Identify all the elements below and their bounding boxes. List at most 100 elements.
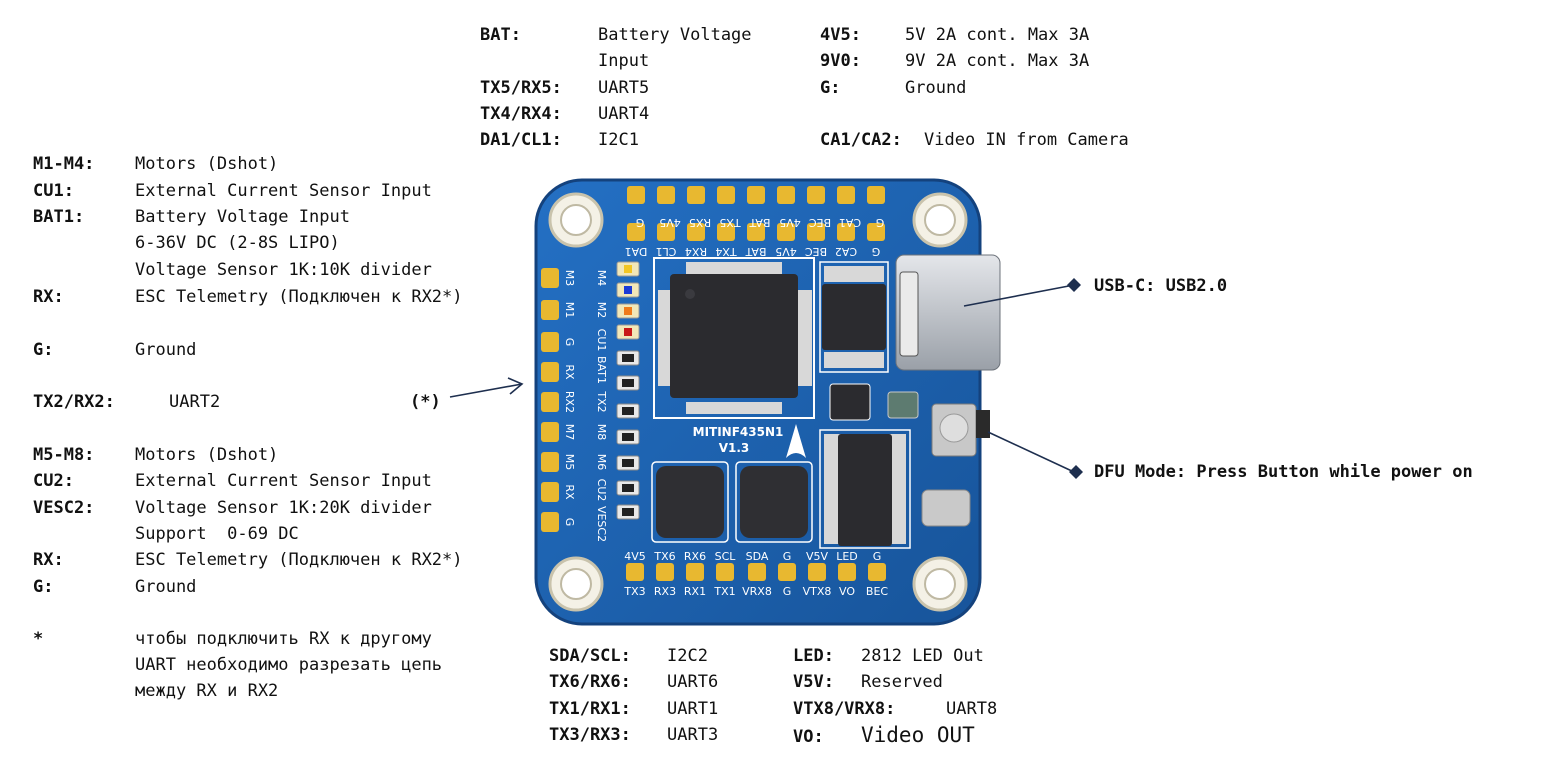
top-ca-key: CA1/CA2: <box>820 130 902 150</box>
pad-label: G <box>783 585 792 598</box>
left-m14-key: M1-M4: <box>33 154 95 174</box>
pad-label: RX1 <box>684 585 706 598</box>
pad-label: RX <box>563 484 576 500</box>
bottom-vtx-key: VTX8/VRX8: <box>793 699 896 719</box>
pad-label: M7 <box>563 424 576 441</box>
brand-logo-icon <box>786 424 806 458</box>
board-version-label: V1.3 <box>719 441 750 455</box>
left-vesc2-key: VESC2: <box>33 498 95 518</box>
left-cu1-key: CU1: <box>33 181 74 201</box>
bottom-tx3-value: UART3 <box>667 725 719 745</box>
pad-label: VESC2 <box>595 506 608 542</box>
pad-label: RX2 <box>563 391 576 413</box>
dfu-callout-marker <box>1069 465 1083 479</box>
left-col-2-labels: M4 M2 CU1 BAT1 TX2 M8 M6 CU2 VESC2 <box>595 270 608 542</box>
left-bat1-key: BAT1: <box>33 207 85 227</box>
pad-label: TX6 <box>653 550 675 563</box>
pad-label: TX1 <box>713 585 735 598</box>
pad-label: TX5 <box>719 216 741 229</box>
top-da1-key: DA1/CL1: <box>480 130 562 150</box>
pad-label: G <box>563 338 576 347</box>
bottom-tx1-value: UART1 <box>667 699 719 719</box>
pad-label: G <box>783 550 792 563</box>
pad-label: VTX8 <box>803 585 832 598</box>
left-note-2: UART необходимо разрезать цепь <box>135 655 443 675</box>
pad-label: BEC <box>809 216 831 229</box>
bottom-row-1-labels: 4V5 TX6 RX6 SCL SDA G V5V LED G <box>624 550 881 563</box>
board-model-label: MITINF435N1 <box>693 425 784 439</box>
left-cu1-value: External Current Sensor Input <box>135 181 432 201</box>
top-pads <box>627 186 885 241</box>
bottom-v5v-key: V5V: <box>793 672 834 692</box>
bottom-sda-key: SDA/SCL: <box>549 646 631 666</box>
bottom-led-key: LED: <box>793 646 834 666</box>
usb-callout-label: USB-C: USB2.0 <box>1094 276 1228 296</box>
left-bat1-value-2: 6-36V DC (2-8S LIPO) <box>135 233 340 253</box>
top-g-value: Ground <box>905 78 967 98</box>
pad-label: M5 <box>563 454 576 471</box>
pad-label: 4V5 <box>624 550 646 563</box>
pad-label: LED <box>836 550 858 563</box>
top-tx4-value: UART4 <box>598 104 650 124</box>
flash-chip <box>819 261 889 373</box>
mcu-chip <box>653 257 815 419</box>
resistors <box>616 350 640 520</box>
pad-label: V5V <box>806 550 829 563</box>
pad-label: M2 <box>595 302 608 319</box>
pad-label: G <box>872 245 881 258</box>
pad-label: M6 <box>595 454 608 471</box>
baro-chip <box>887 391 919 419</box>
top-bat-value: Battery Voltage <box>598 25 752 45</box>
pad-label: VRX8 <box>742 585 772 598</box>
left-g2-key: G: <box>33 577 54 597</box>
dfu-callout-label: DFU Mode: Press Button while power on <box>1094 462 1473 482</box>
left-pads <box>541 268 559 532</box>
top-tx5-value: UART5 <box>598 78 650 98</box>
bottom-vo-value: Video OUT <box>861 723 975 747</box>
pad-label: TX4 <box>715 245 737 258</box>
bottom-pads <box>626 563 886 581</box>
pad-label: SDA <box>746 550 769 563</box>
bottom-v5v-value: Reserved <box>861 672 943 692</box>
top-row-2-labels: DA1 CL1 RX4 TX4 BAT 4V5 BEC CA2 G <box>625 245 881 258</box>
pad-label: CA2 <box>835 245 857 258</box>
left-star-marker: (*) <box>410 392 441 412</box>
bottom-tx6-value: UART6 <box>667 672 719 692</box>
left-vesc2-value-2: Support 0-69 DC <box>135 524 299 544</box>
pad-label: TX3 <box>623 585 645 598</box>
top-bat-value-2: Input <box>598 51 650 71</box>
top-4v5-key: 4V5: <box>820 25 861 45</box>
left-rx-value: ESC Telemetry (Подключен к RX2*) <box>135 287 463 307</box>
top-ca-value: Video IN from Camera <box>924 130 1129 150</box>
top-tx4-key: TX4/RX4: <box>480 104 562 124</box>
left-note-1: чтобы подключить RX к другому <box>135 629 432 649</box>
pad-label: 4V5 <box>775 245 797 258</box>
left-vesc2-value: Voltage Sensor 1K:20K divider <box>135 498 432 518</box>
pad-label: 4V5 <box>779 216 801 229</box>
pad-label: CU1 <box>595 329 608 352</box>
left-cu2-value: External Current Sensor Input <box>135 471 432 491</box>
left-cu2-key: CU2: <box>33 471 74 491</box>
pad-label: RX5 <box>689 216 711 229</box>
pad-label: M3 <box>563 270 576 287</box>
bottom-vtx-value: UART8 <box>946 699 998 719</box>
pad-label: VO <box>839 585 855 598</box>
pad-label: BAT <box>749 216 770 229</box>
dfu-button <box>931 403 990 457</box>
bottom-led-value: 2812 LED Out <box>861 646 984 666</box>
pad-label: M4 <box>595 270 608 287</box>
left-m14-value: Motors (Dshot) <box>135 154 279 174</box>
left-rx2-value: ESC Telemetry (Подключен к RX2*) <box>135 550 463 570</box>
pad-label: RX6 <box>684 550 706 563</box>
pad-label: DA1 <box>625 245 648 258</box>
osd-chip <box>819 429 911 549</box>
left-m58-key: M5-M8: <box>33 445 95 465</box>
top-4v5-value: 5V 2A cont. Max 3A <box>905 25 1090 45</box>
left-tx2-key: TX2/RX2: <box>33 392 115 412</box>
bottom-tx1-key: TX1/RX1: <box>549 699 631 719</box>
bottom-tx3-key: TX3/RX3: <box>549 725 631 745</box>
pad-label: BAT1 <box>595 356 608 384</box>
top-9v0-key: 9V0: <box>820 51 861 71</box>
top-9v0-value: 9V 2A cont. Max 3A <box>905 51 1090 71</box>
